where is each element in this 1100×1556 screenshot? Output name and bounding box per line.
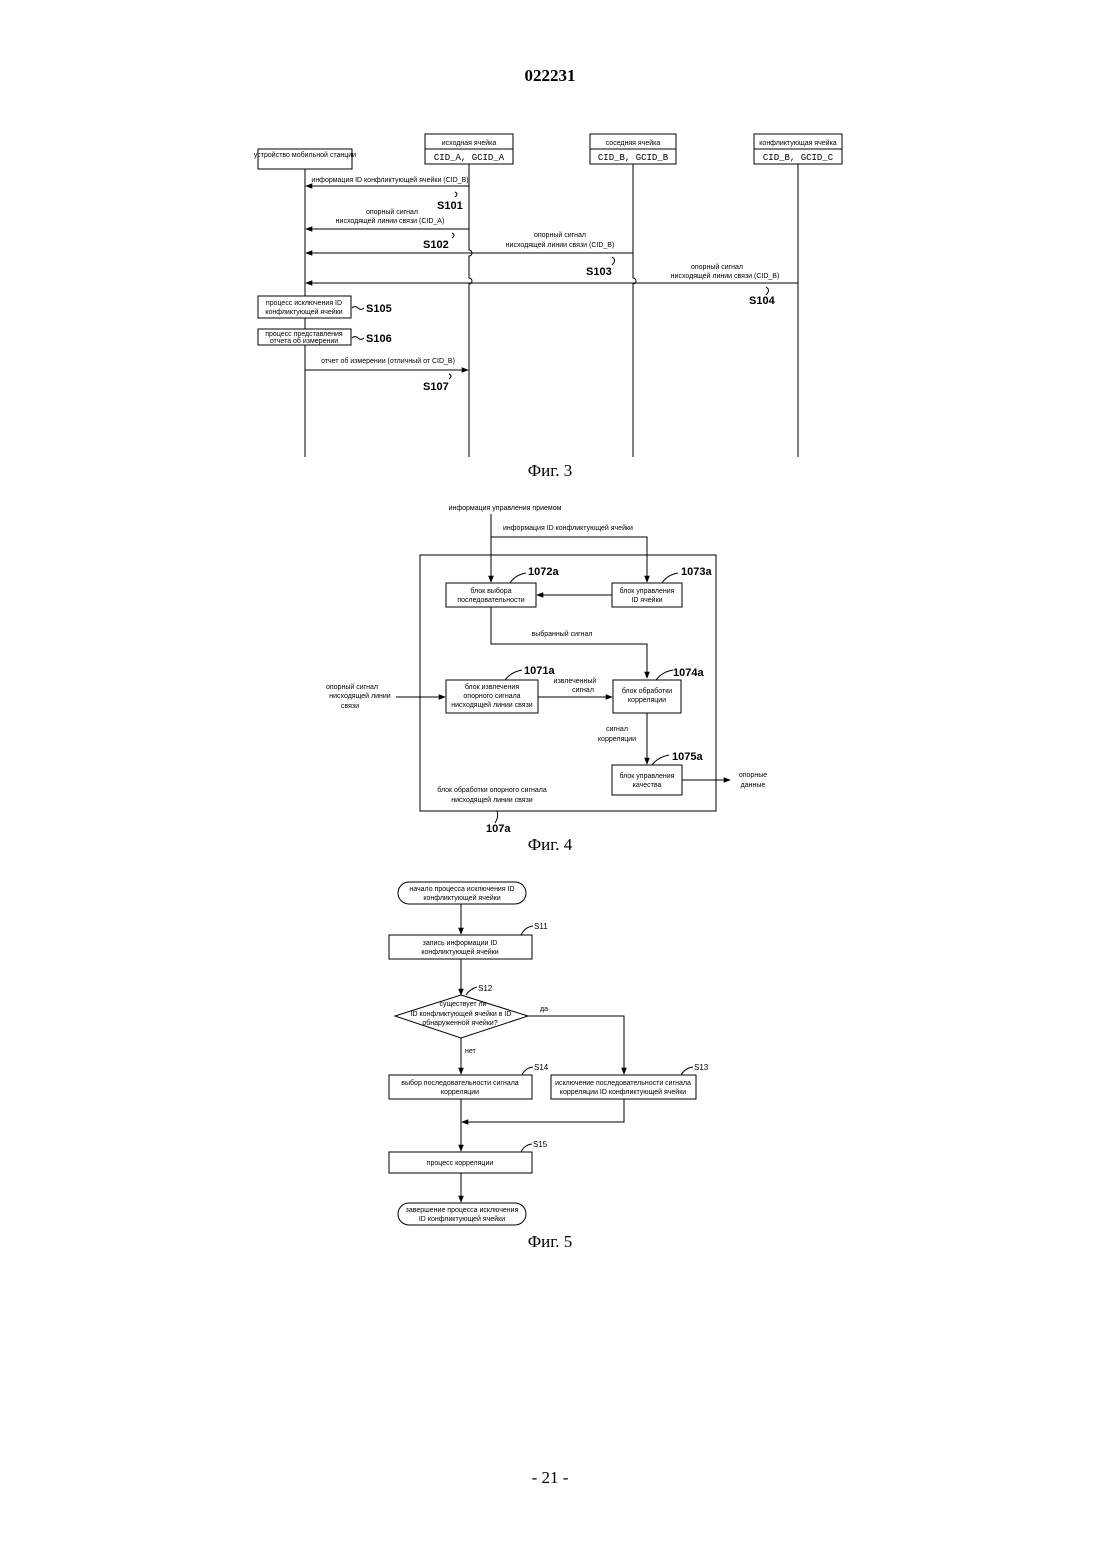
svg-text:S11: S11 [534,922,548,931]
no-label: нет [465,1048,477,1055]
flow-end: завершение процесса исключения ID конфли… [398,1203,526,1225]
svg-text:конфликтующей ячейки: конфликтующей ячейки [423,894,500,902]
svg-text:S12: S12 [478,984,493,993]
svg-text:завершение процесса исключения: завершение процесса исключения [406,1207,519,1214]
svg-text:S13: S13 [694,1063,709,1072]
fig5-flowchart: начало процесса исключения ID конфликтую… [0,0,1100,1235]
svg-text:существует ли: существует ли [439,1001,486,1008]
svg-text:ID конфликтующей ячейки: ID конфликтующей ячейки [419,1215,505,1223]
flow-s14: выбор последовательности сигнала корреля… [389,1063,549,1099]
svg-text:запись информации ID: запись информации ID [423,940,498,947]
svg-text:начало процесса исключения ID: начало процесса исключения ID [409,886,514,893]
flow-s11: запись информации ID конфликтующей ячейк… [389,922,548,959]
svg-text:выбор последовательности сигна: выбор последовательности сигнала [401,1079,519,1087]
yes-label: да [540,1006,548,1013]
svg-text:обнаруженной ячейки?: обнаруженной ячейки? [422,1019,497,1027]
page-number: - 21 - [0,1468,1100,1488]
fig5-caption: Фиг. 5 [0,1232,1100,1252]
flow-s15: процесс корреляции S15 [389,1140,548,1173]
svg-text:корреляции: корреляции [441,1089,479,1096]
svg-text:процесс корреляции: процесс корреляции [427,1160,494,1167]
svg-text:корреляции ID конфликтующей яч: корреляции ID конфликтующей ячейки [560,1088,686,1096]
svg-text:S15: S15 [533,1140,548,1149]
svg-text:S14: S14 [534,1063,549,1072]
svg-text:исключение последовательности: исключение последовательности сигнала [555,1080,691,1087]
flow-s13: исключение последовательности сигнала ко… [551,1063,709,1099]
svg-text:конфликтующей ячейки: конфликтующей ячейки [421,948,498,956]
flow-start: начало процесса исключения ID конфликтую… [398,882,526,904]
svg-text:ID конфликтующей ячейки в ID: ID конфликтующей ячейки в ID [411,1010,512,1018]
